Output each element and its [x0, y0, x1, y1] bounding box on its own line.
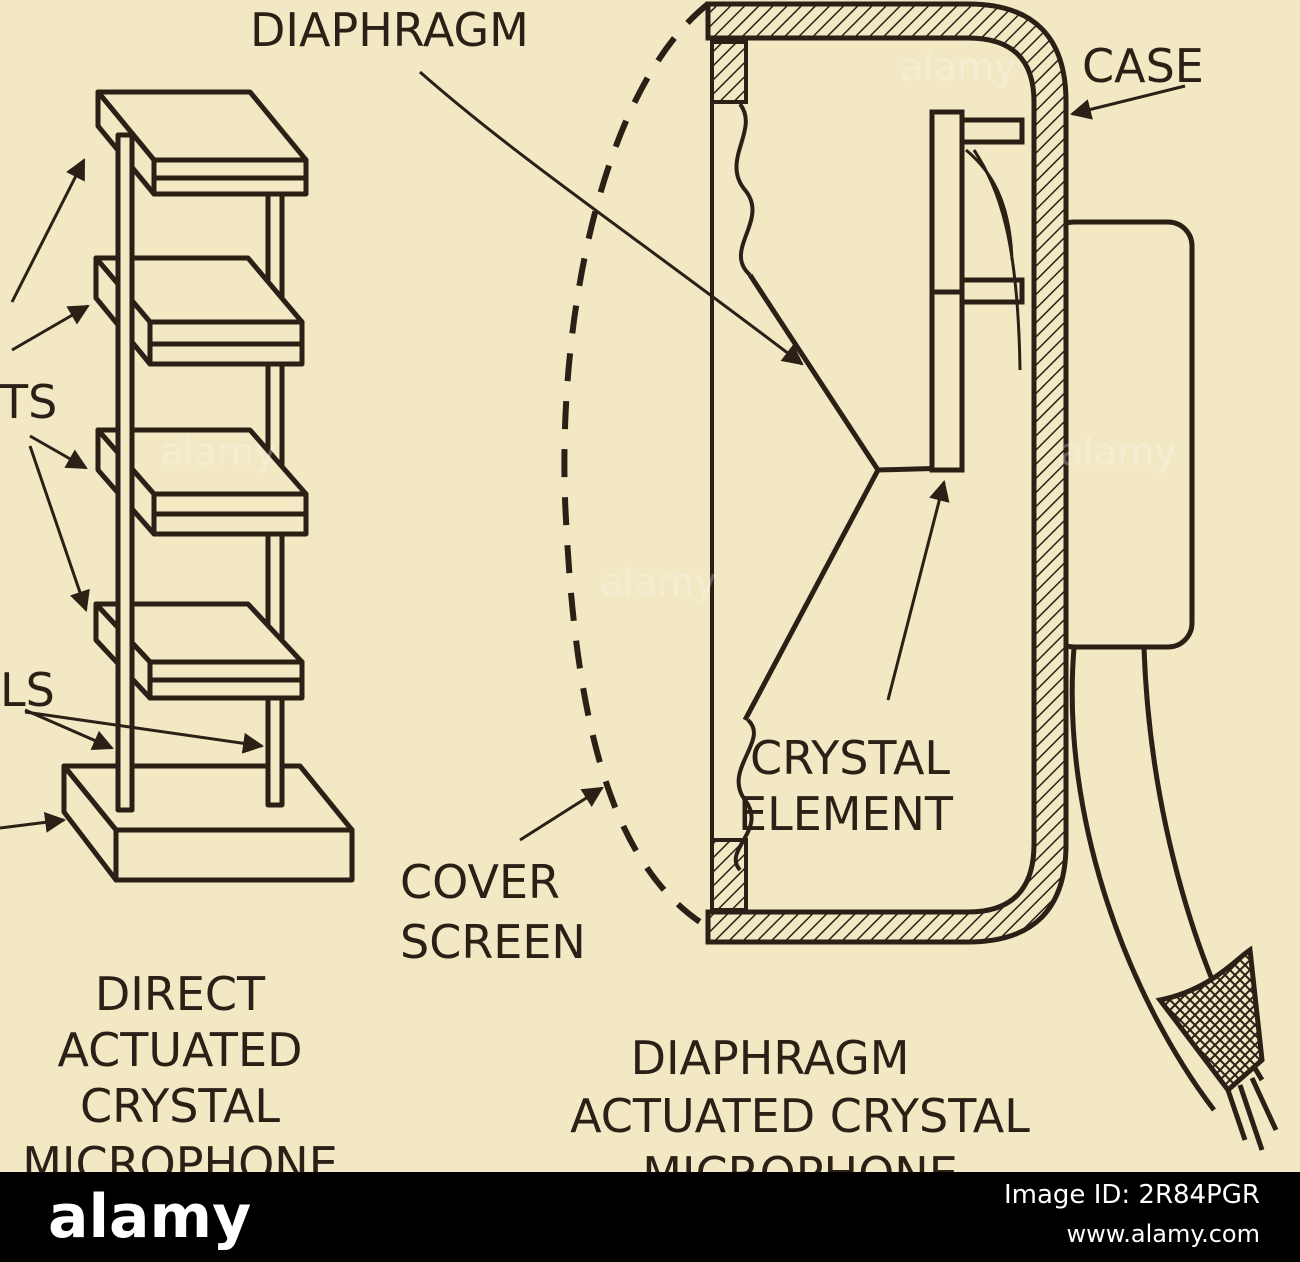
label-ts: TS: [0, 375, 57, 429]
caption-left-line: ACTUATED: [57, 1023, 302, 1077]
site-url: www.alamy.com: [1066, 1220, 1260, 1248]
crystal-plate: [95, 427, 309, 537]
diagram-figure: DIAPHRAGM CASE TS LS CRYSTAL ELEMENT COV…: [0, 1, 1279, 1172]
label-element: ELEMENT: [738, 787, 954, 841]
caption-right-line: MICROPHONE: [642, 1147, 958, 1172]
crystal-plate: [93, 601, 305, 701]
crystal-element: [929, 109, 1025, 473]
watermark: alamy: [600, 560, 717, 604]
left-leader-arrows: [0, 158, 265, 833]
cone-diaphragm: [742, 273, 951, 722]
label-diaphragm: DIAPHRAGM: [250, 3, 529, 57]
diaphragm-edge: [734, 102, 755, 277]
image-id: Image ID: 2R84PGR: [1004, 1180, 1260, 1210]
caption-left-line: CRYSTAL: [80, 1079, 280, 1133]
ring-block: [710, 40, 748, 104]
right-leader-arrows: [419, 70, 1186, 842]
label-ls: LS: [0, 663, 55, 717]
stock-footer-bar: alamy Image ID: 2R84PGR www.alamy.com: [0, 1172, 1300, 1262]
label-screen: SCREEN: [400, 915, 586, 969]
brand-logo: alamy: [48, 1182, 252, 1252]
diaphragm-actuated-microphone-drawing: [561, 1, 1279, 1151]
watermark: alamy: [1060, 430, 1177, 474]
watermark: alamy: [160, 430, 277, 474]
cable: [1069, 647, 1279, 1151]
base-block: [61, 763, 355, 883]
front-rod: [115, 132, 135, 813]
case-shell: [705, 1, 1069, 945]
cover-screen: [561, 1, 710, 925]
label-cover: COVER: [400, 855, 560, 909]
watermark: alamy: [900, 45, 1017, 89]
caption-left-line: MICROPHONE: [22, 1137, 338, 1172]
ring-block: [710, 838, 748, 912]
direct-actuated-microphone-drawing: [61, 89, 355, 883]
caption-right-line: DIAPHRAGM: [631, 1031, 910, 1085]
caption-right-line: ACTUATED CRYSTAL: [570, 1089, 1030, 1143]
diaphragm-edge: [733, 718, 756, 872]
caption-left-line: DIRECT: [95, 967, 266, 1021]
label-case: CASE: [1082, 39, 1204, 93]
label-crystal: CRYSTAL: [750, 731, 950, 785]
